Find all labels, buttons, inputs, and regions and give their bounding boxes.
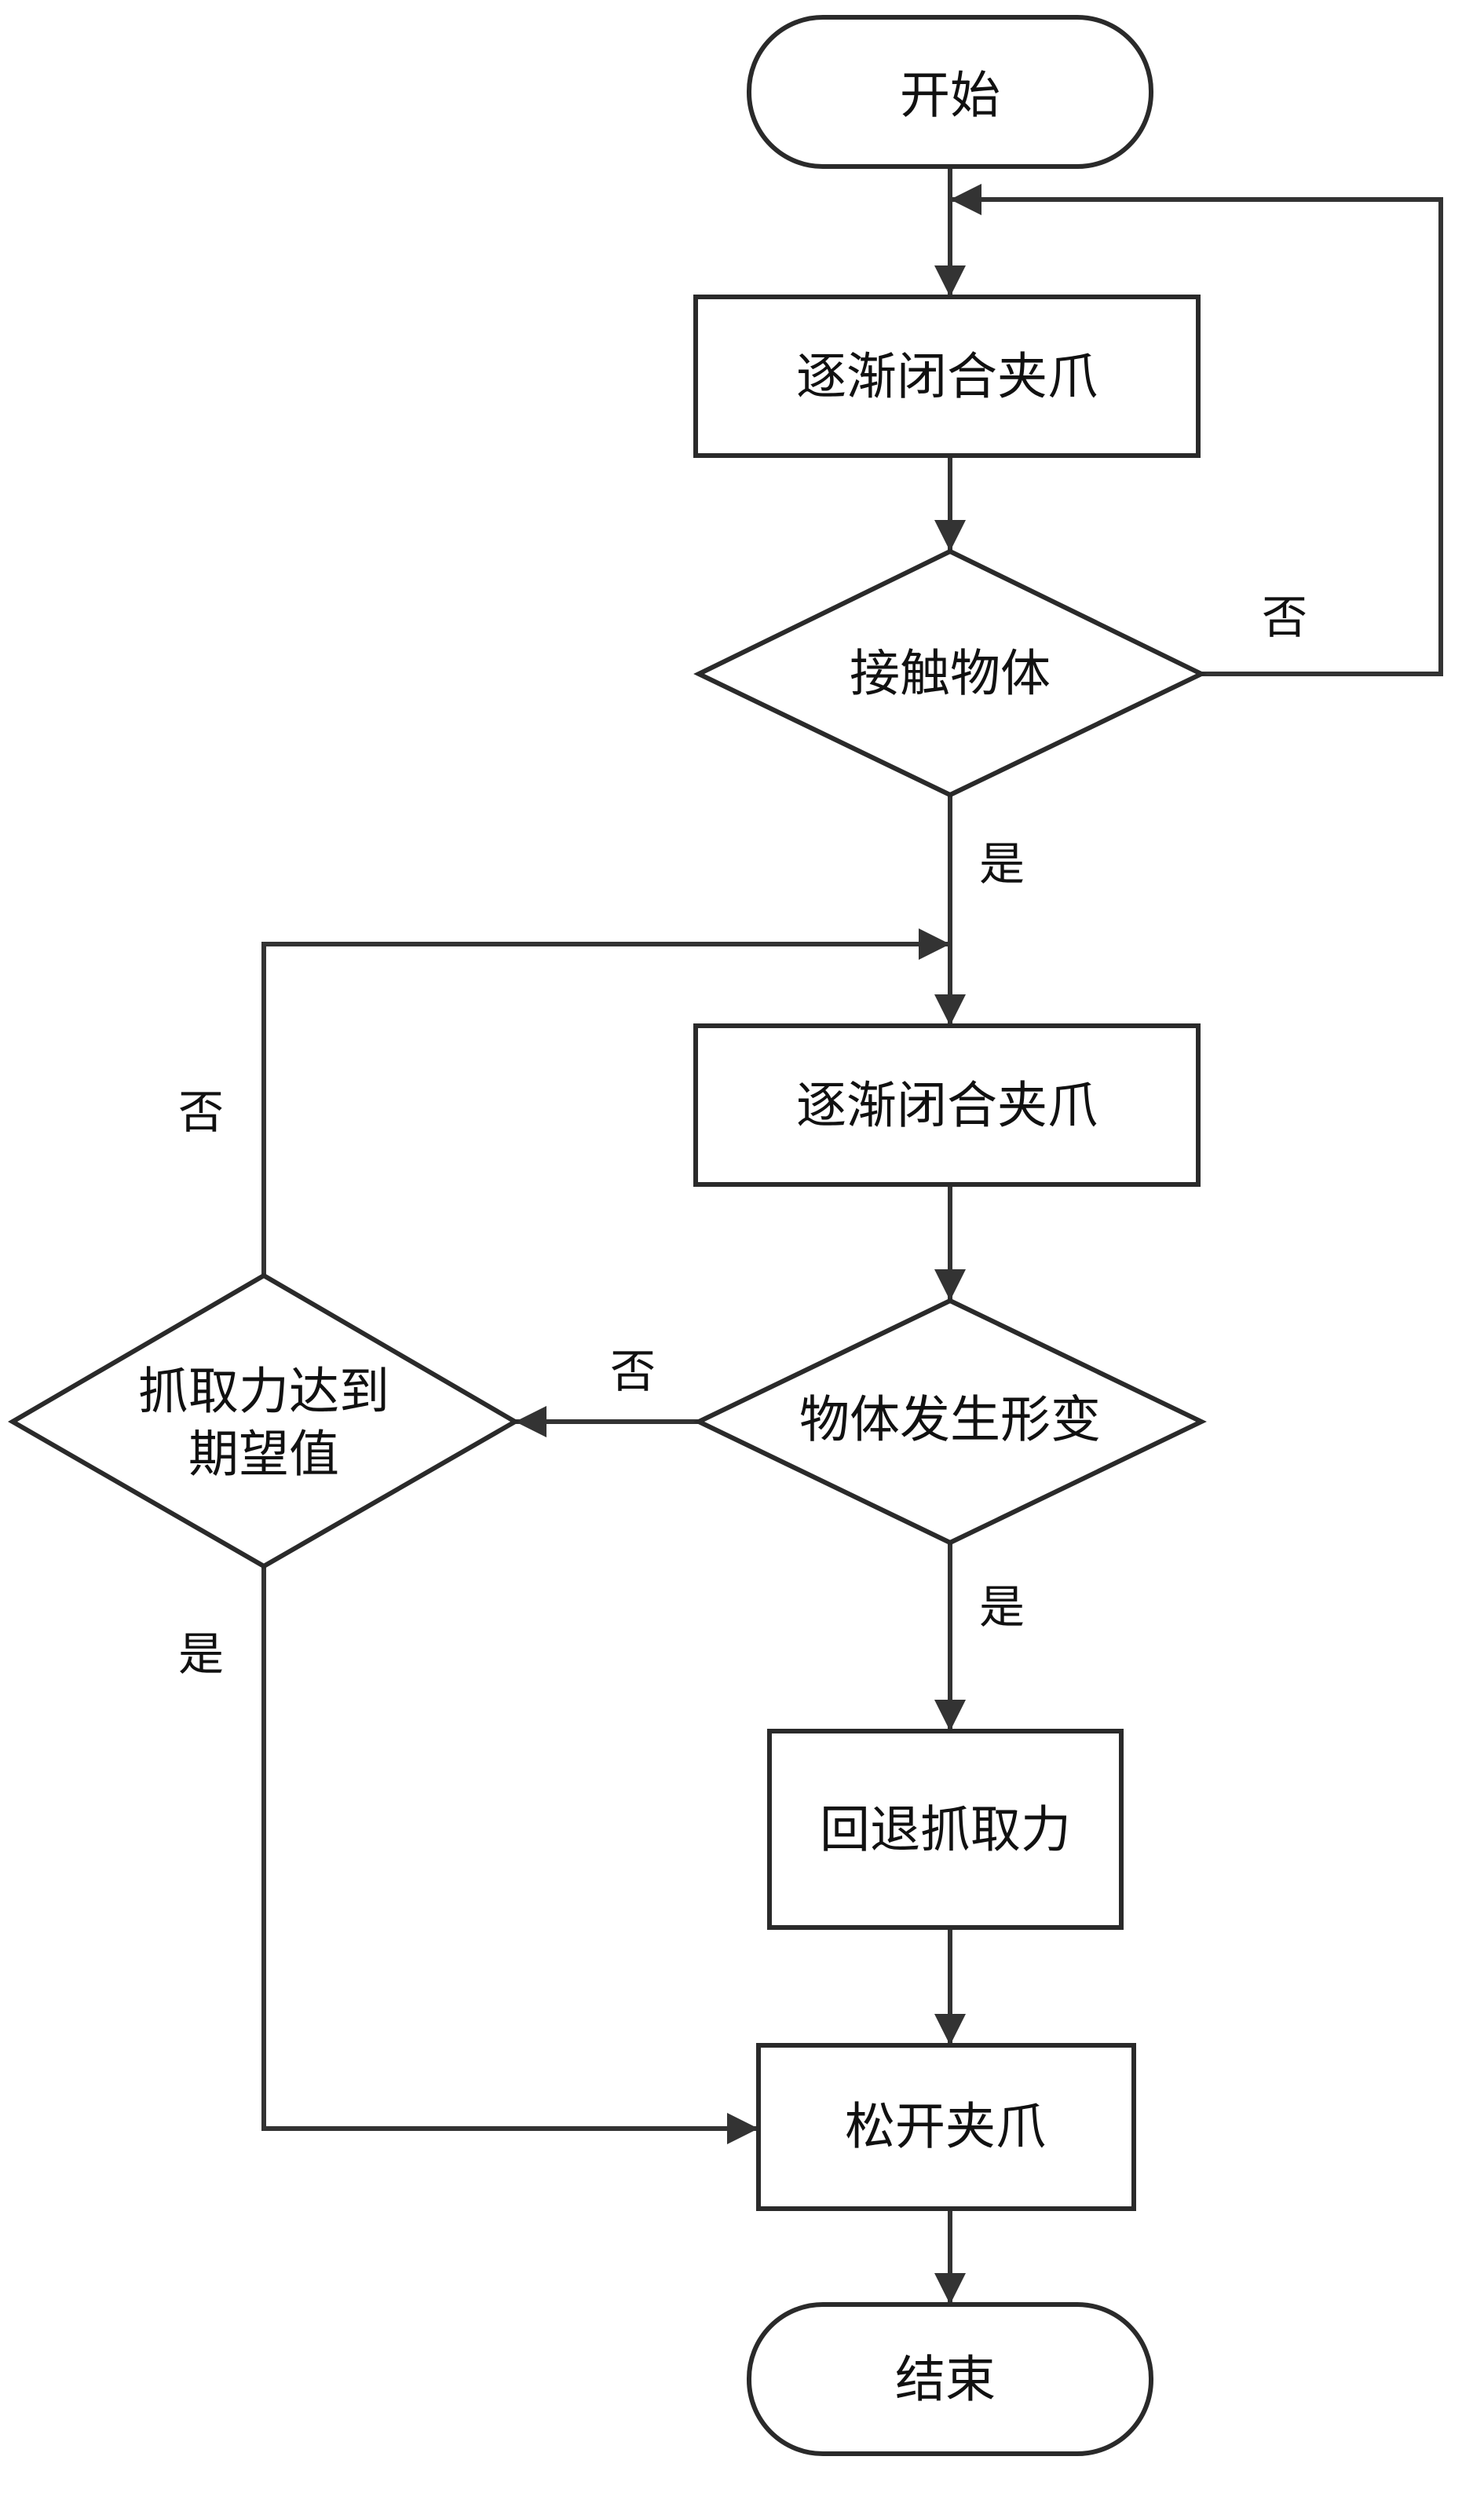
connectors	[261, 167, 1443, 2305]
contact-yes-label: 是	[979, 837, 1025, 891]
close-gripper-node-1: 逐渐闭合夹爪	[693, 295, 1201, 458]
release-box	[756, 2043, 1136, 2211]
force-label-line1: 抓取力达到	[138, 1364, 389, 1422]
deform-diamond	[693, 1298, 1207, 1546]
contact-diamond	[693, 548, 1207, 798]
contact-label: 接触物体	[850, 646, 1051, 704]
deform-no-label: 否	[610, 1345, 656, 1398]
force-no-label: 否	[178, 1085, 224, 1139]
retreat-label: 回退抓取力	[820, 1802, 1071, 1860]
close-gripper-box-1	[693, 295, 1201, 458]
contact-decision: 接触物体	[693, 548, 1207, 798]
retreat-box	[767, 1729, 1124, 1930]
force-decision: 抓取力达到 期望值	[8, 1272, 520, 1569]
close-gripper-label-2: 逐渐闭合夹爪	[796, 1078, 1098, 1136]
end-terminal-shape	[747, 2302, 1153, 2456]
edge-contact-no-loop	[950, 184, 1443, 676]
contact-no-label: 否	[1262, 591, 1307, 644]
force-diamond	[8, 1272, 520, 1569]
deform-label: 物体发生形变	[799, 1392, 1101, 1450]
release-label: 松开夹爪	[845, 2099, 1046, 2157]
deform-yes-label: 是	[979, 1580, 1025, 1634]
end-label: 结束	[895, 2352, 996, 2410]
start-terminal-shape	[747, 15, 1153, 169]
retreat-node: 回退抓取力	[767, 1729, 1124, 1930]
edge-force-yes-to-release	[261, 1566, 758, 2144]
close-gripper-node-2: 逐渐闭合夹爪	[693, 1023, 1201, 1187]
edge-force-no-loop	[261, 928, 950, 1276]
close-gripper-box-2	[693, 1023, 1201, 1187]
start-label: 开始	[900, 68, 1000, 126]
force-yes-label: 是	[178, 1627, 224, 1681]
end-node: 结束	[747, 2302, 1153, 2456]
force-label-line2: 期望值	[188, 1426, 339, 1484]
start-node: 开始	[747, 15, 1153, 169]
release-node: 松开夹爪	[756, 2043, 1136, 2211]
close-gripper-label-1: 逐渐闭合夹爪	[796, 349, 1098, 407]
deform-decision: 物体发生形变	[693, 1298, 1207, 1546]
